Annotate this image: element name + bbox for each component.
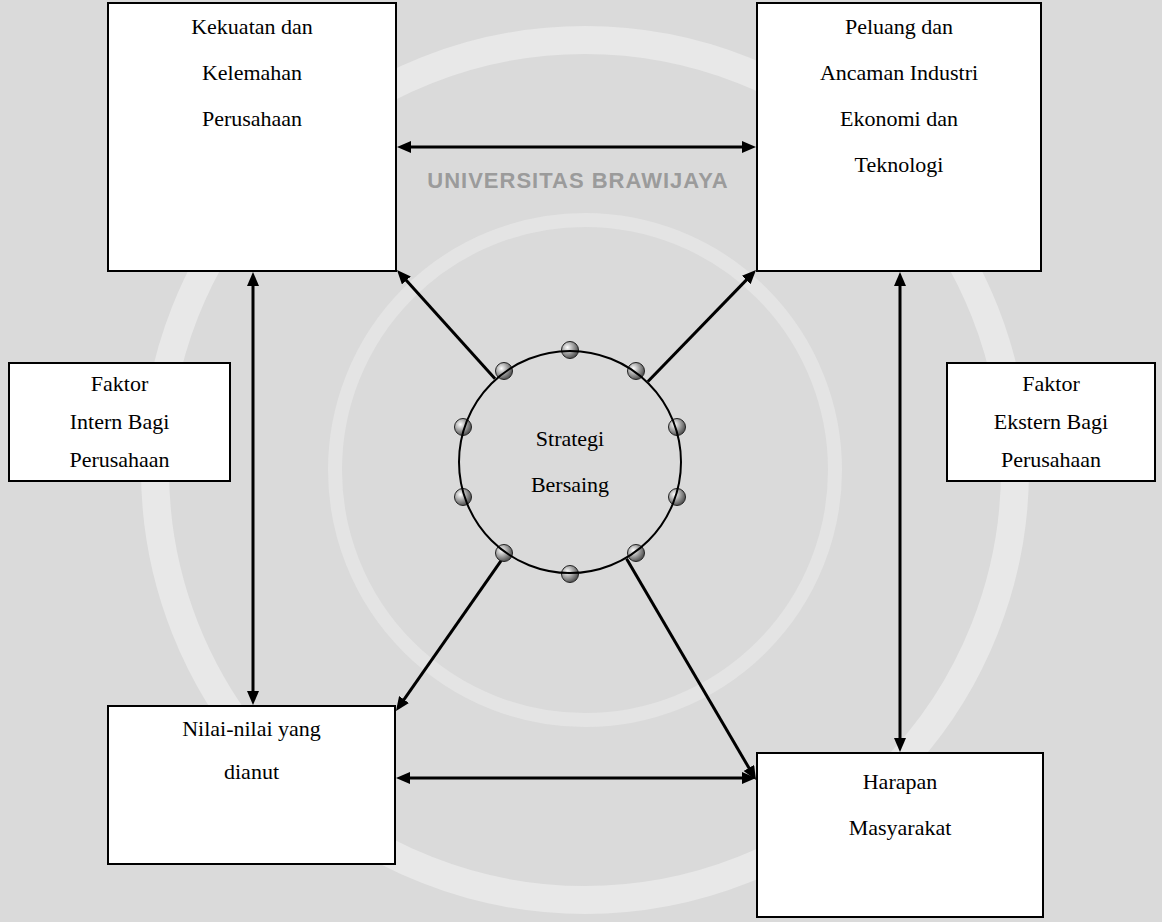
factor-box: Harapan Masyarakat (756, 752, 1044, 918)
factor-box: Peluang dan Ancaman Industri Ekonomi dan… (756, 2, 1042, 272)
node-text: Peluang dan Ancaman Industri Ekonomi dan… (814, 4, 984, 188)
strategy-circle: Strategi Bersaing (458, 350, 682, 574)
factor-box: Nilai-nilai yang dianut (107, 705, 396, 865)
node-text: Strategi Bersaing (515, 416, 625, 508)
node-text: Nilai-nilai yang dianut (167, 707, 337, 793)
circle-border (459, 351, 681, 573)
connector-arrow (401, 777, 751, 780)
circle-outline (458, 350, 682, 574)
node-text: Harapan Masyarakat (815, 759, 985, 851)
factor-box: Kekuatan dan Kelemahan Perusahaan (107, 2, 397, 272)
connector-arrow (627, 559, 754, 776)
seal-inner-ring (335, 220, 835, 720)
connector-arrow (648, 274, 753, 382)
node-text: Faktor Ekstern Bagi Perusahaan (990, 365, 1112, 479)
watermark-text: UNIVERSITAS BRAWIJAYA (400, 168, 756, 194)
bead (562, 566, 579, 583)
connector-arrow (252, 277, 255, 700)
side-note-box: Faktor Intern Bagi Perusahaan (8, 362, 231, 482)
connector-arrow (899, 277, 902, 747)
connector-arrow (402, 146, 751, 149)
side-note-box: Faktor Ekstern Bagi Perusahaan (946, 362, 1156, 482)
node-text: Faktor Intern Bagi Perusahaan (66, 365, 174, 479)
node-text: Kekuatan dan Kelemahan Perusahaan (167, 4, 337, 142)
connector-arrow (399, 554, 506, 707)
connector-arrow (400, 274, 495, 379)
